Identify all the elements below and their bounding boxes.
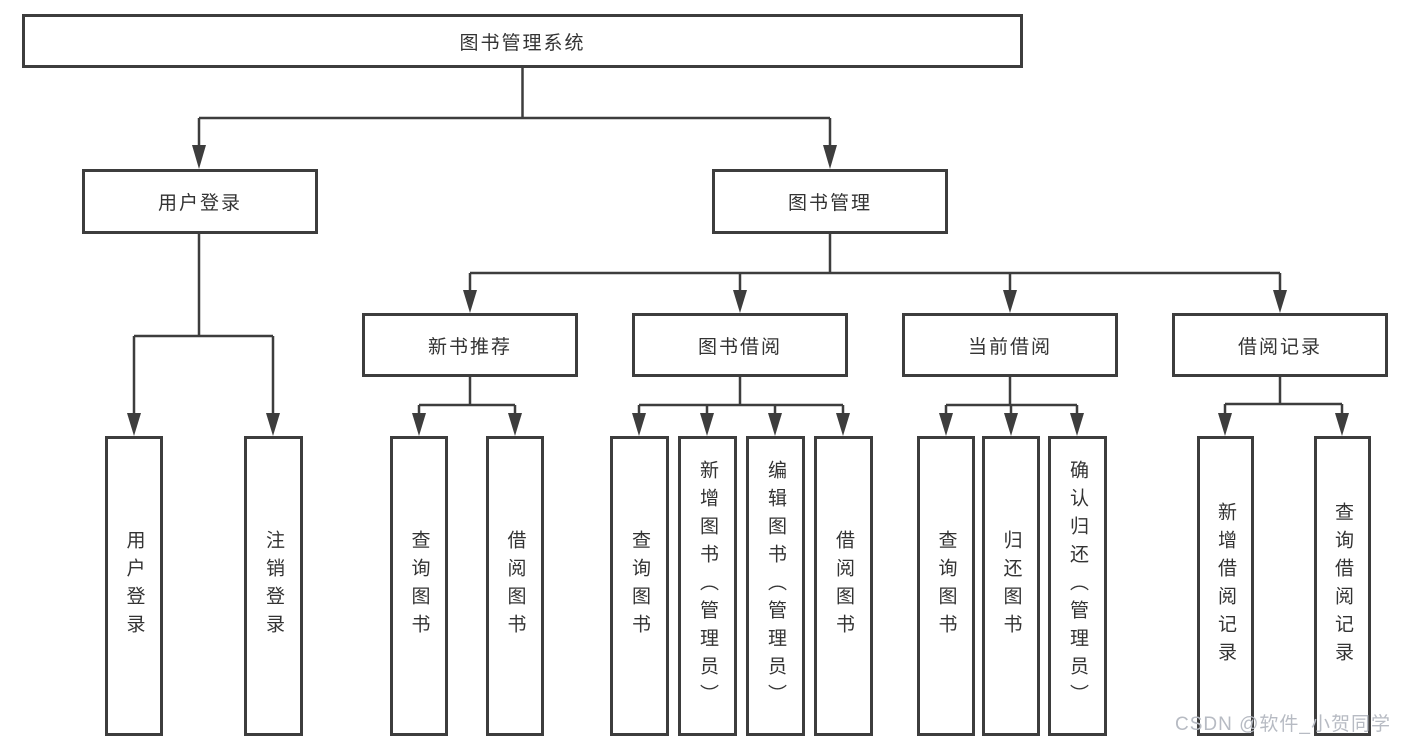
edge-newbook-to-leaves [417,377,517,414]
leaf-return-book-label: 归还图书 [1000,530,1022,642]
node-book-borrowing: 图书借阅 [632,313,848,377]
leaf-query-books-recommend: 查询图书 [390,436,448,736]
leaf-add-borrow-record-label: 新增借阅记录 [1215,502,1236,670]
arrowheads [127,145,1349,436]
node-library-system: 图书管理系统 [22,14,1023,68]
node-book-management-label: 图书管理 [787,193,872,214]
leaf-add-borrow-record: 新增借阅记录 [1197,436,1254,736]
leaf-query-books-current: 查询图书 [917,436,975,736]
leaf-query-books-borrowing-label: 查询图书 [629,530,650,642]
node-borrowing-records: 借阅记录 [1172,313,1388,377]
edge-root-to-level2 [197,67,832,147]
leaf-logout: 注销登录 [244,436,303,736]
leaf-edit-book-admin: 编辑图书（管理员） [746,436,805,736]
node-current-borrowing-label: 当前借阅 [967,336,1052,358]
leaf-query-books-recommend-label: 查询图书 [408,530,430,642]
node-book-borrowing-label: 图书借阅 [697,336,782,358]
leaf-add-book-admin-label: 新增图书（管理员） [697,460,718,712]
edge-borrowing-to-leaves [637,377,845,414]
leaf-query-borrow-record: 查询借阅记录 [1314,436,1371,736]
leaf-borrow-books-recommend-label: 借阅图书 [504,530,526,642]
node-user-login: 用户登录 [82,169,318,234]
leaf-add-book-admin: 新增图书（管理员） [678,436,737,736]
leaf-query-books-borrowing: 查询图书 [610,436,669,736]
edge-records-to-leaves [1223,377,1344,414]
leaf-confirm-return-admin-label: 确认归还（管理员） [1067,460,1088,712]
leaf-return-book: 归还图书 [982,436,1040,736]
leaf-borrow-books-recommend: 借阅图书 [486,436,544,736]
edge-userlogin-to-leaves [132,233,275,414]
edge-current-to-leaves [944,377,1079,414]
node-current-borrowing: 当前借阅 [902,313,1118,377]
leaf-borrow-books-borrowing: 借阅图书 [814,436,873,736]
node-book-management: 图书管理 [712,169,948,234]
leaf-confirm-return-admin: 确认归还（管理员） [1048,436,1107,736]
leaf-edit-book-admin-label: 编辑图书（管理员） [765,460,786,712]
csdn-watermark: CSDN @软件_小贺同学 [1175,714,1391,735]
node-new-book-recommend-label: 新书推荐 [427,336,512,358]
leaf-logout-label: 注销登录 [263,530,284,642]
leaf-borrow-books-borrowing-label: 借阅图书 [833,530,854,642]
node-borrowing-records-label: 借阅记录 [1237,336,1322,358]
leaf-query-books-current-label: 查询图书 [935,530,957,642]
leaf-query-borrow-record-label: 查询借阅记录 [1332,502,1353,670]
leaf-user-login: 用户登录 [105,436,163,736]
edge-bookmgmt-to-level3 [468,233,1282,291]
leaf-user-login-label: 用户登录 [123,530,145,642]
node-library-system-label: 图书管理系统 [459,32,586,54]
node-user-login-label: 用户登录 [157,193,242,214]
node-new-book-recommend: 新书推荐 [362,313,578,377]
